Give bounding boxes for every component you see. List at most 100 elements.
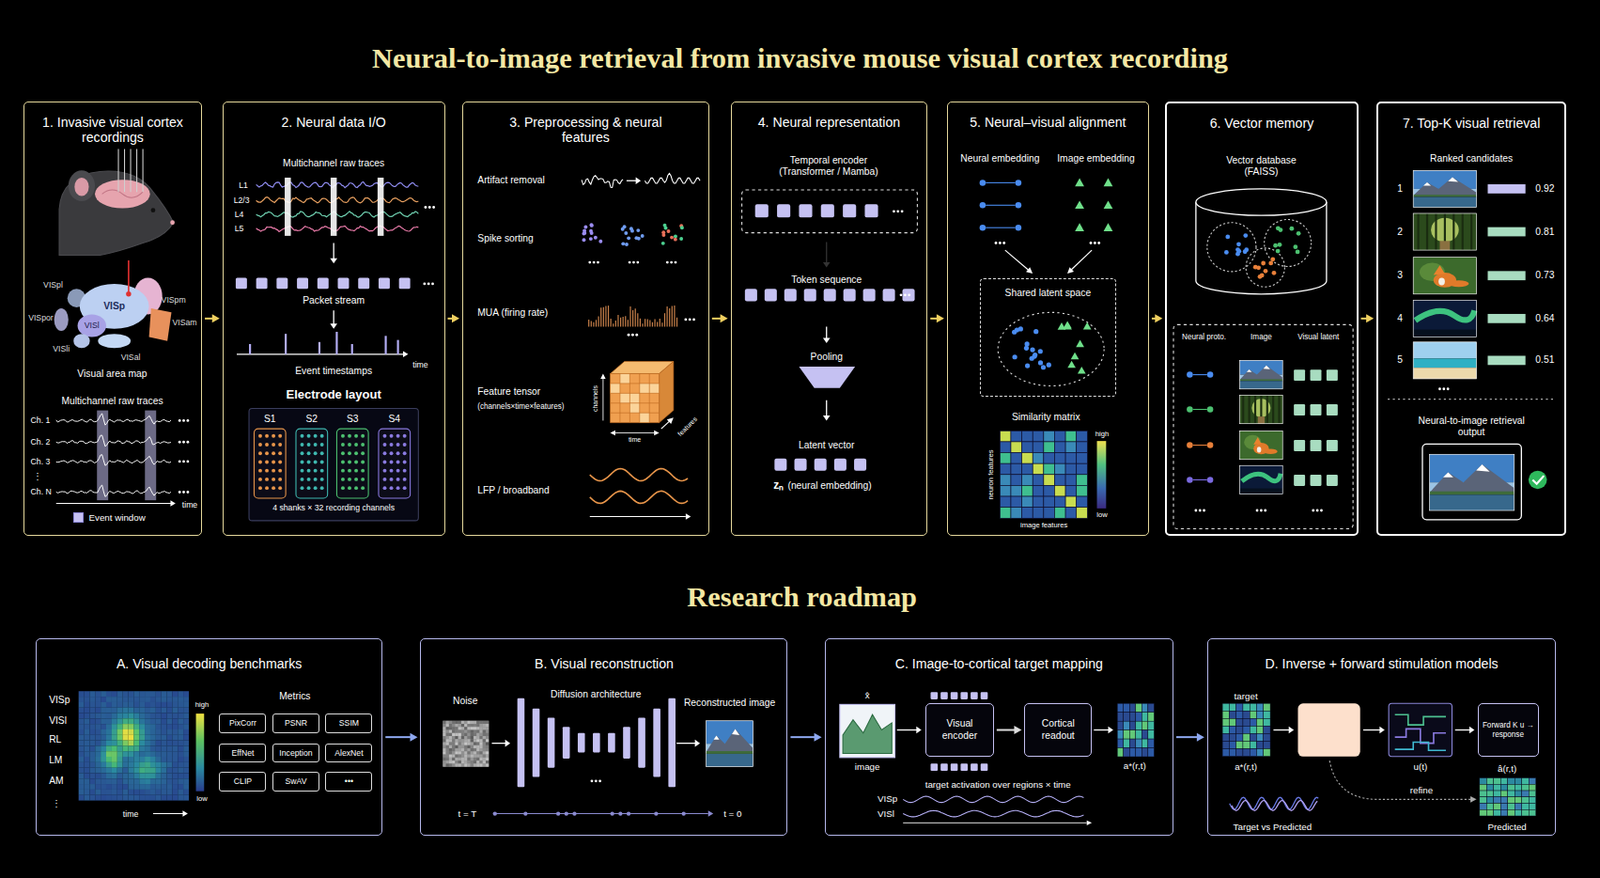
text-label: high (1095, 429, 1109, 438)
electrode-layout (378, 428, 411, 498)
decoding-heatmap (133, 734, 140, 741)
electrode-layout (403, 477, 407, 482)
decoding-heatmap (161, 712, 168, 718)
noise-image (464, 732, 467, 736)
decoding-heatmap (111, 772, 118, 778)
decoding-heatmap (155, 701, 162, 708)
decoding-heatmap (155, 756, 162, 762)
predicted-grid (1514, 783, 1522, 791)
decoding-heatmap (94, 690, 101, 697)
thumbnail-image (1240, 465, 1284, 494)
connector-arrow (790, 732, 822, 742)
noise-image (476, 735, 480, 739)
text-label: x̂ (865, 689, 870, 700)
electrode-layout (396, 442, 401, 447)
decoding-heatmap (166, 772, 172, 778)
similarity-matrix (1010, 430, 1023, 442)
thumbnail-image (1417, 213, 1420, 250)
spike-clusters (669, 235, 674, 240)
encoder-tokens (970, 762, 979, 771)
noise-image (485, 735, 489, 739)
lfp-waves (590, 490, 688, 503)
memory-row (1207, 405, 1214, 413)
memory-row (1198, 509, 1202, 513)
spike-clusters (663, 223, 668, 228)
similarity-matrix (1010, 484, 1023, 497)
noise-image (458, 762, 462, 766)
artifact-wave (636, 176, 641, 185)
decoding-heatmap (177, 783, 184, 790)
noise-image (482, 742, 486, 746)
predicted-grid (1507, 796, 1515, 804)
decoding-heatmap (106, 767, 112, 774)
feature-tensor (614, 432, 655, 434)
mua-bars (627, 319, 629, 327)
connector-arrow (1176, 732, 1205, 742)
electrode-layout (403, 459, 407, 464)
text-label: VISp (48, 694, 70, 706)
target-image (897, 729, 918, 731)
electrode-layout (313, 450, 318, 455)
target-grid (1222, 748, 1229, 757)
packet-stream (276, 277, 288, 289)
text-label: refine (1410, 784, 1433, 795)
electrode-layout (307, 442, 311, 447)
text-label: Token sequence (791, 274, 862, 286)
activation-grid (1123, 730, 1131, 739)
noise-image (466, 750, 470, 754)
noise-image (442, 732, 446, 736)
decoding-heatmap (133, 690, 140, 697)
feature-tensor (629, 403, 639, 413)
artifact-wave (581, 175, 623, 188)
similarity-matrix (999, 484, 1011, 497)
text-label: channels (591, 384, 600, 411)
temporal-encoder (842, 203, 856, 218)
packet-stream (333, 310, 335, 325)
decoding-heatmap (100, 740, 107, 746)
activation-grid (1135, 730, 1143, 739)
memory-row (1194, 509, 1197, 513)
thumbnail-image (1439, 240, 1450, 250)
decoding-heatmap (127, 794, 134, 801)
noise-image (458, 735, 462, 739)
predicted-grid (1522, 808, 1529, 816)
noise-image (464, 738, 467, 742)
decoding-heatmap (161, 740, 168, 746)
vector-database (1270, 256, 1275, 262)
electrode-layout (307, 450, 311, 455)
decoding-heatmap (84, 772, 91, 778)
electrode-layout (347, 450, 352, 455)
latent-vector (774, 458, 787, 471)
electrode-layout (389, 442, 394, 447)
feature-tensor (619, 372, 621, 422)
electrode-layout (360, 450, 365, 455)
decoding-heatmap (111, 789, 118, 795)
connector-part (409, 732, 418, 742)
embedding-symbols (979, 224, 987, 232)
decoding-heatmap (100, 750, 107, 757)
connector-part (1196, 732, 1205, 742)
noise-image (454, 730, 458, 733)
electrode-layout (341, 468, 345, 473)
similarity-matrix (1032, 484, 1044, 497)
box-label: Inception (279, 747, 312, 758)
predicted-grid (1522, 777, 1529, 785)
noise-image (454, 735, 458, 739)
thumbnail-image (1263, 365, 1271, 370)
temporal-encoder (825, 241, 827, 264)
memory-row (1259, 509, 1263, 513)
noise-image (446, 757, 450, 761)
embedding-symbols (985, 204, 1015, 206)
decoding-heatmap (78, 745, 85, 751)
noise-image (470, 745, 474, 748)
decoding-heatmap (133, 794, 140, 801)
decoding-heatmap (139, 777, 145, 784)
latent-cluster (1024, 345, 1029, 351)
electrode-layout (354, 434, 358, 438)
score-bar (1487, 270, 1525, 280)
temporal-encoder (755, 203, 769, 218)
activation-grid (1123, 702, 1131, 712)
raw-traces (170, 499, 175, 507)
decoding-heatmap (100, 772, 107, 778)
vector-database (1235, 247, 1241, 252)
